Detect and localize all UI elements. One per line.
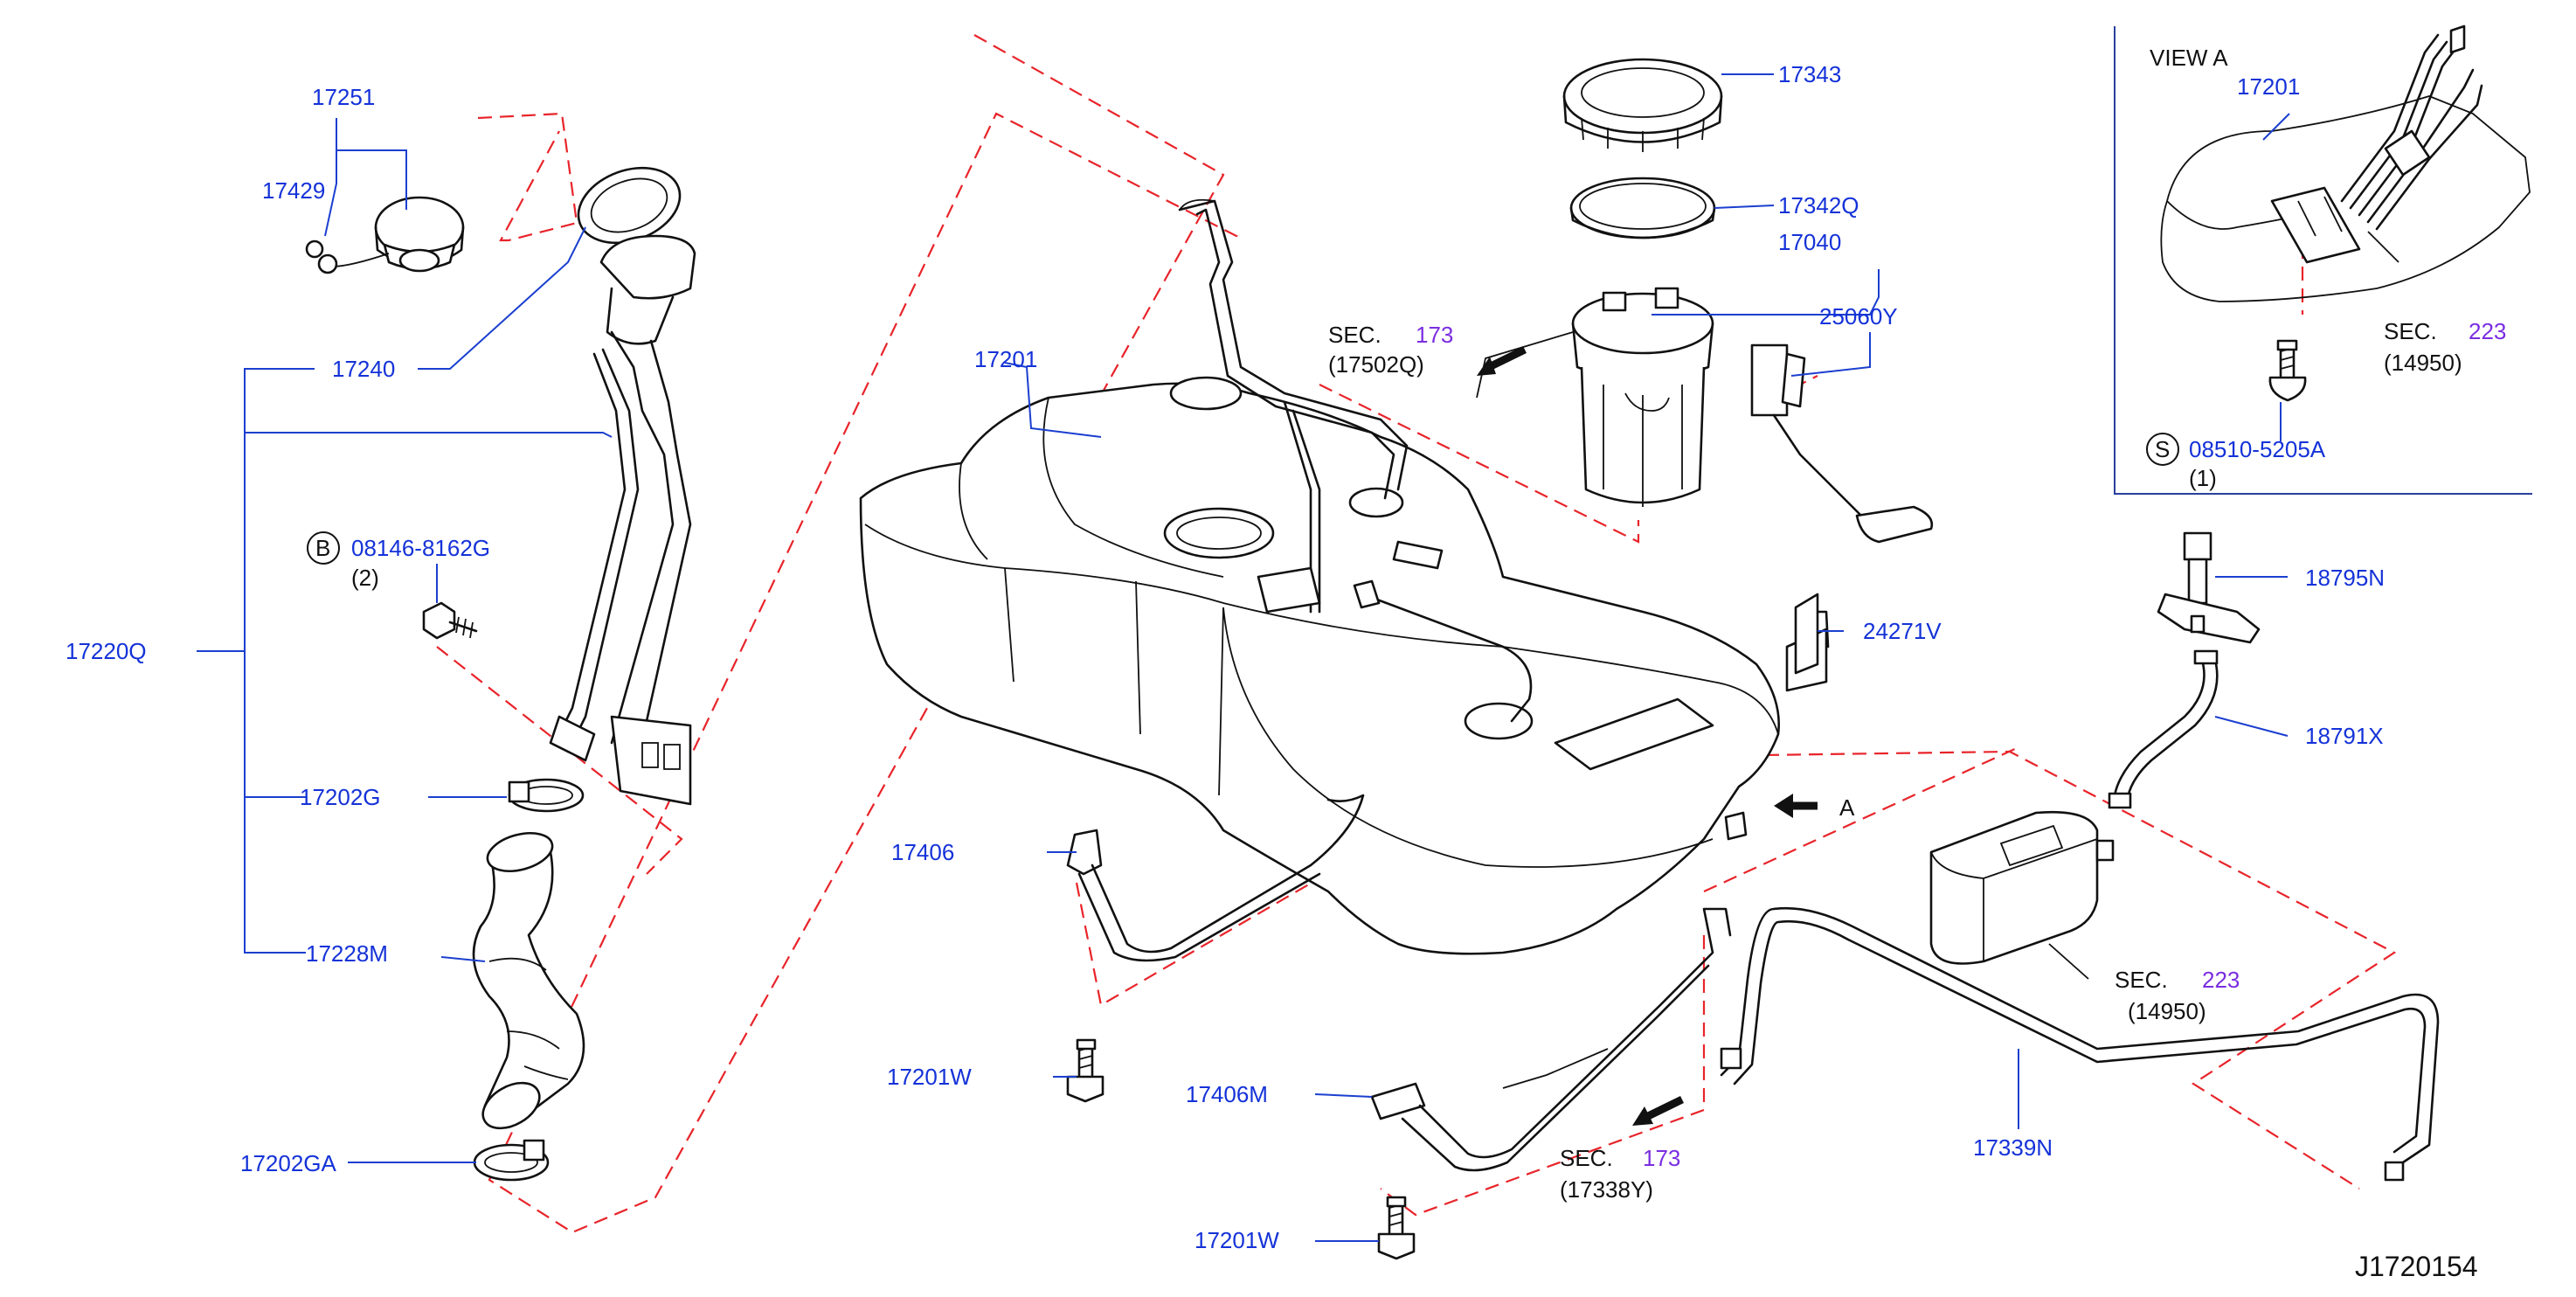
sec2-prefix: SEC. bbox=[2384, 318, 2437, 344]
circle-s-icon bbox=[2146, 433, 2179, 466]
bracket-24271v bbox=[1794, 593, 1819, 675]
clamp-17202ga bbox=[473, 1139, 550, 1182]
label-17202g: 17202G bbox=[300, 784, 381, 810]
label-17343: 17343 bbox=[1778, 61, 1841, 87]
label-17406m: 17406M bbox=[1186, 1081, 1268, 1107]
label-17201w-b: 17201W bbox=[1195, 1227, 1279, 1253]
view-a-frame bbox=[2114, 26, 2532, 495]
label-17251: 17251 bbox=[312, 84, 375, 110]
fuel-cap bbox=[305, 196, 465, 274]
lock-ring bbox=[1562, 58, 1723, 152]
view-a-detail bbox=[2160, 24, 2531, 402]
label-arrow-a: A bbox=[1839, 794, 1855, 821]
label-17040: 17040 bbox=[1778, 229, 1841, 255]
sec3-prefix: SEC. bbox=[1560, 1145, 1613, 1171]
label-24271v: 24271V bbox=[1863, 618, 1942, 644]
label-17240: 17240 bbox=[332, 356, 395, 382]
hose-17228m bbox=[472, 832, 585, 1130]
fuel-pump bbox=[1571, 287, 1714, 507]
arrow-sec-17502q bbox=[1477, 345, 1527, 376]
fuel-tank bbox=[859, 198, 1830, 955]
sec4-prefix: SEC. bbox=[2115, 967, 2168, 993]
sec1-prefix: SEC. bbox=[1328, 322, 1381, 348]
view-a-label-17201: 17201 bbox=[2237, 73, 2300, 100]
bolt-17201w-b bbox=[1377, 1196, 1416, 1260]
bolt-08146 bbox=[422, 601, 478, 640]
hose-18791x bbox=[2108, 649, 2219, 809]
sec1-ref: (17502Q) bbox=[1328, 351, 1424, 378]
circle-b-letter: B bbox=[315, 535, 330, 561]
label-17202ga: 17202GA bbox=[240, 1150, 337, 1176]
label-18791x: 18791X bbox=[2305, 723, 2384, 749]
label-17228m: 17228M bbox=[306, 940, 388, 967]
vapor-pipe-17339n bbox=[1720, 906, 2440, 1182]
sec1-number: 173 bbox=[1416, 322, 1453, 348]
view-a-title: VIEW A bbox=[2150, 45, 2228, 71]
evap-canister bbox=[1929, 810, 2115, 965]
label-17406: 17406 bbox=[891, 839, 954, 865]
strap-17406m bbox=[1370, 907, 1732, 1172]
valve-18795n bbox=[2157, 531, 2261, 644]
black-leaders bbox=[1476, 231, 2399, 1089]
sec4-ref: (14950) bbox=[2128, 998, 2206, 1024]
label-08510-qty: (1) bbox=[2189, 465, 2217, 491]
label-17201: 17201 bbox=[974, 346, 1037, 372]
label-18795n: 18795N bbox=[2305, 565, 2385, 591]
strap-17406 bbox=[1066, 794, 1365, 962]
label-08510-5205a: 08510-5205A bbox=[2189, 436, 2326, 462]
label-08146-qty: (2) bbox=[351, 565, 379, 591]
label-17339n: 17339N bbox=[1973, 1134, 2053, 1161]
label-17220q: 17220Q bbox=[66, 638, 147, 664]
sec2-ref: (14950) bbox=[2384, 350, 2462, 376]
label-08146-8162g: 08146-8162G bbox=[351, 535, 490, 561]
o-ring bbox=[1569, 177, 1716, 239]
diagram-code: J1720154 bbox=[2355, 1251, 2478, 1282]
label-17342q: 17342Q bbox=[1778, 192, 1859, 218]
leader-lines bbox=[197, 73, 2290, 1242]
section-references: SEC. 173 (17502Q) SEC. 223 (14950) SEC. … bbox=[1328, 318, 2506, 1203]
label-25060y: 25060Y bbox=[1819, 303, 1898, 329]
bolt-17201w-a bbox=[1066, 1038, 1104, 1103]
direction-arrows bbox=[1477, 345, 1818, 1126]
arrow-sec-17338y bbox=[1632, 1095, 1684, 1126]
sec2-number: 223 bbox=[2469, 318, 2506, 344]
sec3-number: 173 bbox=[1643, 1145, 1680, 1171]
view-a-labels: VIEW A 17201 S 08510-5205A (1) bbox=[2146, 45, 2326, 491]
sec4-number: 223 bbox=[2202, 967, 2240, 993]
fuel-level-sender bbox=[1750, 343, 1934, 544]
circle-s-letter: S bbox=[2155, 436, 2170, 462]
circle-b-icon bbox=[307, 531, 340, 565]
arrow-view-a bbox=[1774, 794, 1818, 818]
filler-tube bbox=[549, 166, 696, 806]
label-17429: 17429 bbox=[262, 177, 325, 204]
label-17201w-a: 17201W bbox=[887, 1064, 972, 1090]
part-labels: 17251 17429 17240 17220Q B 08146-8162G (… bbox=[66, 61, 2478, 1282]
sec3-ref: (17338Y) bbox=[1560, 1176, 1653, 1203]
clamp-17202g bbox=[508, 778, 585, 813]
